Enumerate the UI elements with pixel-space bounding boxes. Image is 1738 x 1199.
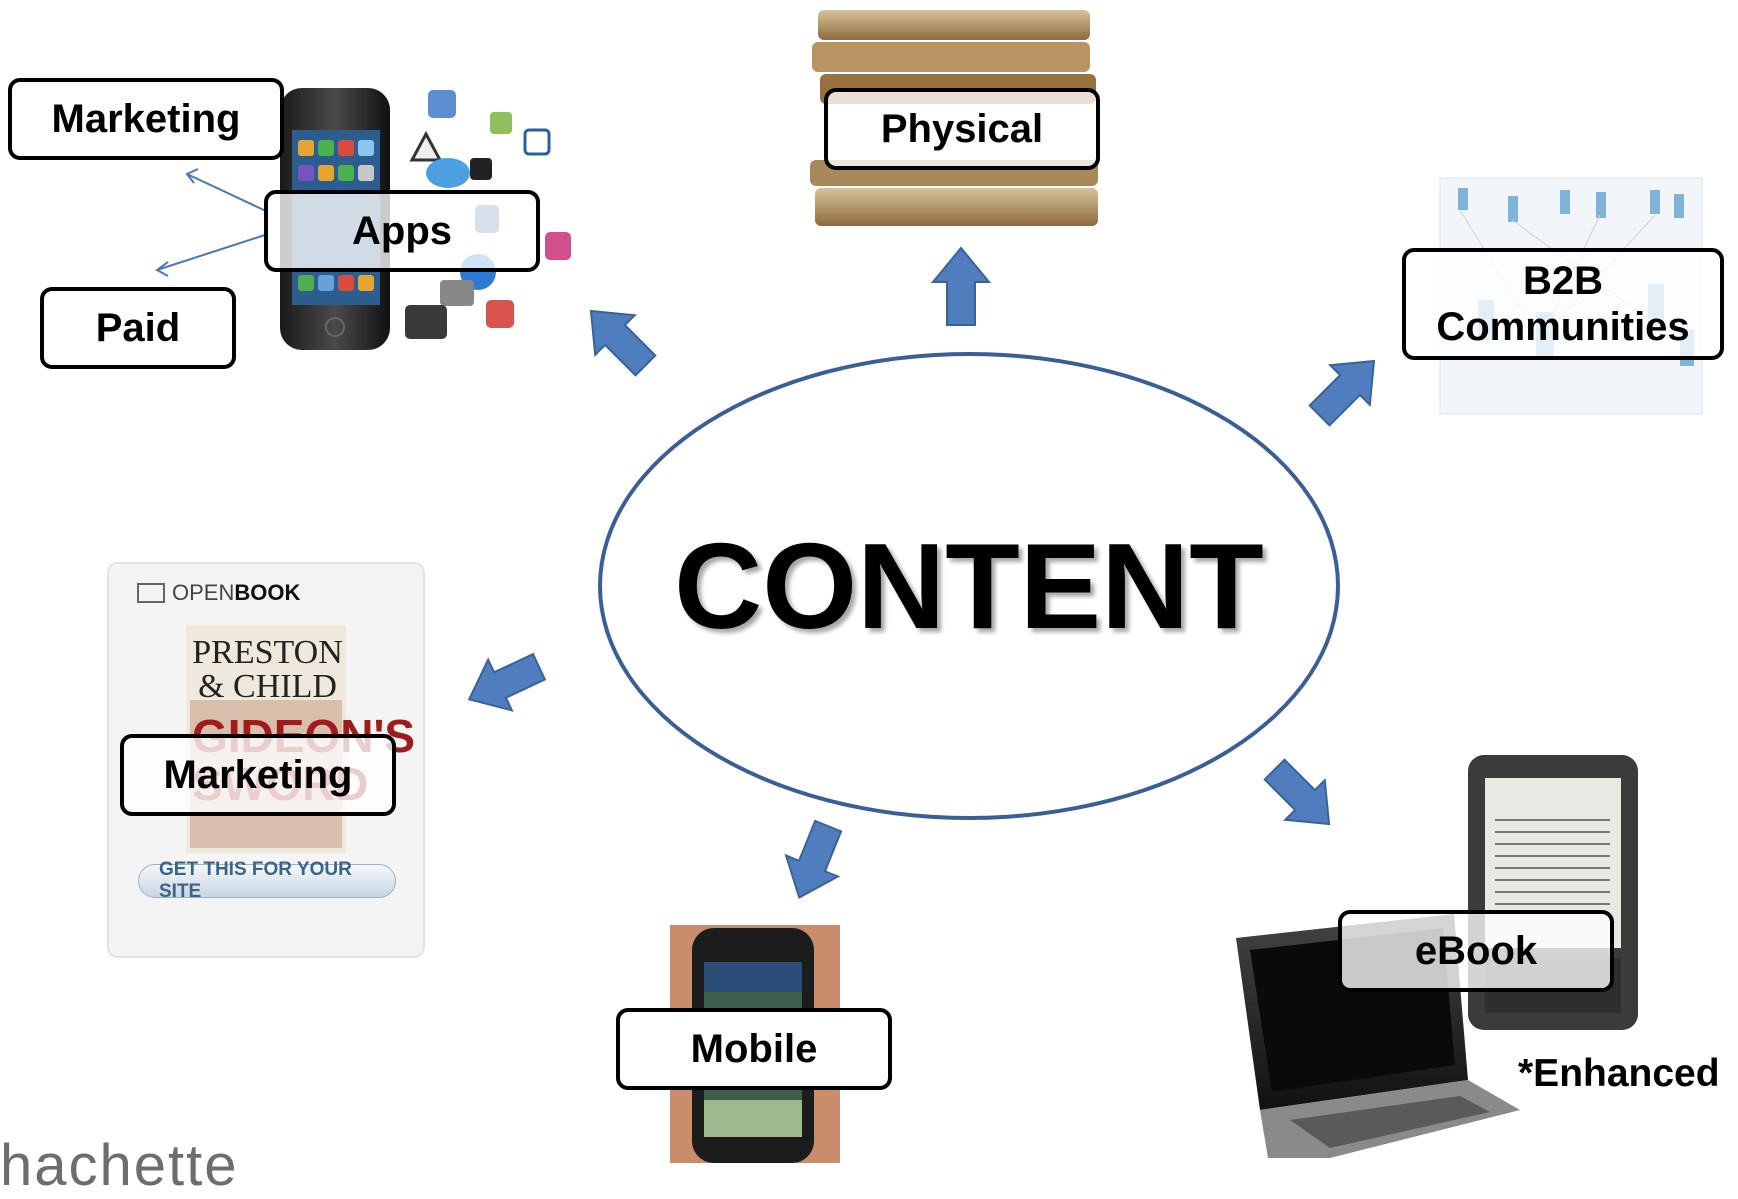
content-title: CONTENT bbox=[674, 518, 1264, 654]
get-this-button[interactable]: GET THIS FOR YOUR SITE bbox=[138, 859, 396, 902]
label-b2b-line1: B2B bbox=[1522, 259, 1604, 303]
arrow-to-ebook bbox=[1263, 758, 1331, 826]
arrow-to-b2b bbox=[1308, 359, 1376, 427]
label-mobile: Mobile bbox=[616, 1008, 892, 1090]
label-b2b-line2: Communities bbox=[1436, 305, 1690, 349]
label-apps: Apps bbox=[264, 190, 540, 272]
label-physical-text: Physical bbox=[880, 107, 1044, 151]
label-paid: Paid bbox=[40, 287, 236, 369]
label-ebook-text: eBook bbox=[1414, 929, 1538, 973]
label-marketing-openbook-text: Marketing bbox=[163, 753, 353, 797]
connector-arrows bbox=[155, 168, 269, 277]
label-marketing-apps: Marketing bbox=[8, 78, 284, 160]
label-physical: Physical bbox=[824, 88, 1100, 170]
label-b2b-communities: B2B Communities bbox=[1402, 248, 1724, 360]
arrow-to-openbook bbox=[467, 652, 547, 712]
openbook-brand-bold: BOOK bbox=[234, 580, 301, 605]
arrow-to-physical bbox=[930, 246, 992, 326]
label-marketing-openbook: Marketing bbox=[120, 734, 396, 816]
enhanced-note: *Enhanced bbox=[1518, 1052, 1720, 1095]
label-marketing-apps-text: Marketing bbox=[51, 97, 241, 141]
openbook-brand: OPENBOOK bbox=[172, 580, 300, 606]
book-author: PRESTON & CHILD bbox=[192, 634, 343, 705]
openbook-brand-light: OPEN bbox=[172, 580, 235, 605]
label-apps-text: Apps bbox=[352, 209, 452, 253]
label-mobile-text: Mobile bbox=[690, 1027, 818, 1071]
label-paid-text: Paid bbox=[95, 306, 181, 350]
hachette-logo: hachette bbox=[0, 1133, 239, 1198]
get-this-label: GET THIS FOR YOUR SITE bbox=[159, 859, 352, 902]
label-ebook: eBook bbox=[1338, 910, 1614, 992]
arrow-to-apps bbox=[589, 309, 657, 377]
arrow-to-mobile bbox=[784, 819, 843, 899]
content-ellipse bbox=[598, 352, 1340, 820]
